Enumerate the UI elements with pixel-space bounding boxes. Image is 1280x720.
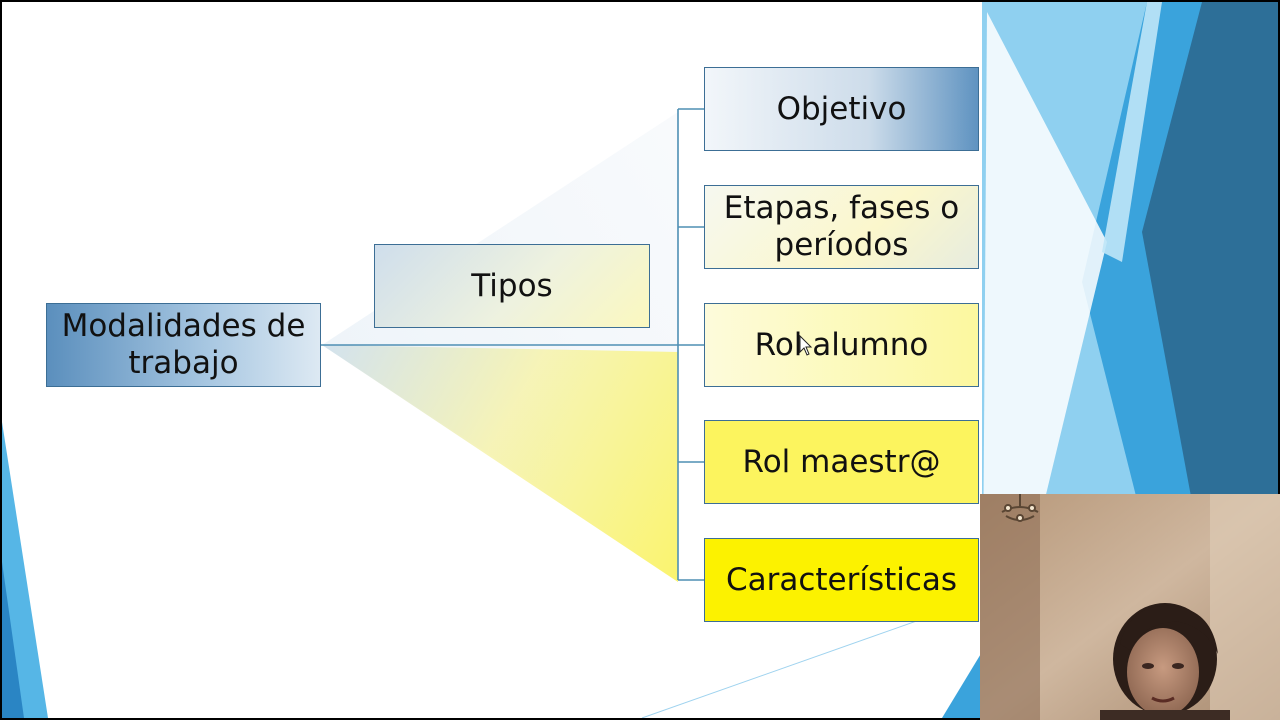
lamp-icon <box>1001 494 1039 522</box>
leaf-node-label: Características <box>725 561 958 598</box>
decor-line <box>641 611 943 718</box>
leaf-node-label: Rol maestr@ <box>742 443 941 480</box>
connector-lines <box>321 108 704 581</box>
leaf-node-rol-maestro: Rol maestr@ <box>704 420 979 504</box>
webcam-video-frame <box>980 494 1280 720</box>
root-node-line-2: trabajo <box>128 345 239 381</box>
branch-node-label: Tipos <box>471 267 553 304</box>
branch-node-tipos: Tipos <box>374 244 650 328</box>
leaf-node-label-line-2: períodos <box>774 227 909 263</box>
root-node: Modalidades de trabajo <box>46 303 321 387</box>
leaf-node-rol-alumno: Rol alumno <box>704 303 979 387</box>
leaf-node-objetivo: Objetivo <box>704 67 979 151</box>
leaf-node-label-line-1: Etapas, fases o <box>723 190 960 227</box>
presenter-silhouette <box>1100 603 1230 720</box>
mouse-cursor-icon <box>799 335 813 356</box>
leaf-node-label: Rol alumno <box>754 326 929 363</box>
left-accent-shape-dark <box>2 562 24 718</box>
spotlight <box>322 345 678 582</box>
root-node-line-1: Modalidades de <box>61 308 306 345</box>
leaf-node-label: Objetivo <box>776 90 907 127</box>
leaf-node-caracteristicas: Características <box>704 538 979 622</box>
leaf-node-etapas: Etapas, fases o períodos <box>704 185 979 269</box>
webcam-overlay <box>980 494 1280 720</box>
